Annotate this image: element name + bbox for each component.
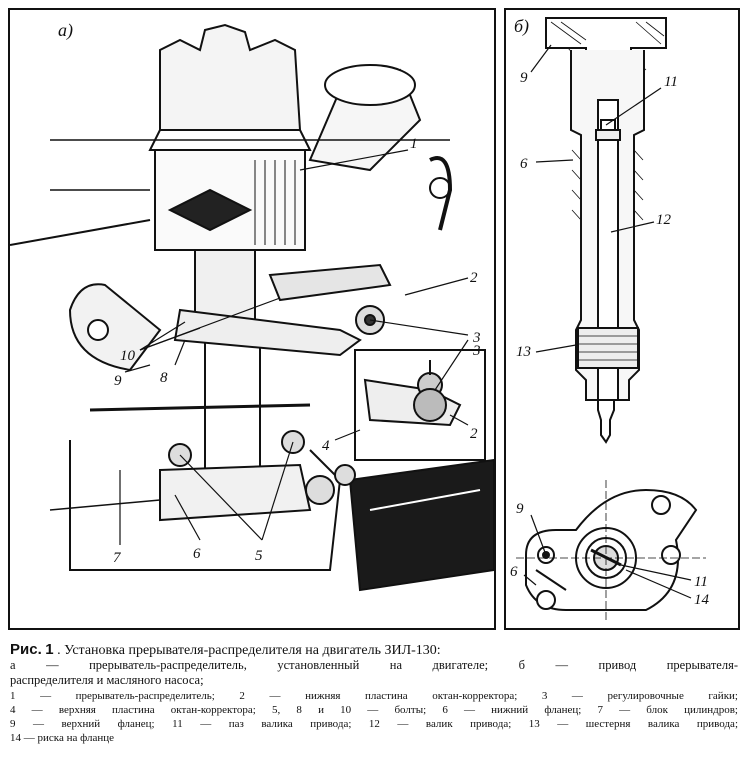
distributor-cap [159,23,302,131]
caption-title: Рис. 1 . Установка прерывателя-распредел… [10,642,738,658]
callout-b-9-bottom: 9 [516,501,524,517]
callout-b-14: 14 [694,592,710,608]
callout-4: 4 [322,438,330,454]
callout-b-11-bottom: 11 [694,574,708,590]
callout-5: 5 [255,548,263,564]
octane-corrector-upper-plate [268,263,392,302]
figure-caption: Рис. 1 . Установка прерывателя-распредел… [10,642,738,745]
callout-8: 8 [160,370,168,386]
panel-b-drive-view: б) [504,8,740,630]
dark-panel [348,458,494,592]
panel-a-engine-view: а) [8,8,496,630]
callout-b-11-top: 11 [664,74,678,90]
callout-10: 10 [120,348,136,364]
cylinder-block [69,440,342,571]
drive-gear [577,327,639,369]
legend-line-1: 1 — прерыватель-распределитель; 2 — нижн… [10,690,738,702]
caption-fig-number: 1 [45,642,54,658]
callout-1: 1 [410,136,418,152]
caption-title-text: . Установка прерывателя-распределителя н… [57,643,441,658]
caption-fig-prefix: Рис. [10,642,42,658]
callout-b-12: 12 [656,212,672,228]
panel-a-label: а) [58,20,73,40]
callout-7: 7 [113,550,122,566]
callout-3-lower: 3 [472,343,481,359]
callout-2-upper: 2 [470,270,478,286]
legend-line-2: 4 — верхняя пластина октан-корректора; 5… [10,704,738,716]
shaft-tip [597,400,615,444]
callout-b-9-top: 9 [520,70,528,86]
callout-6: 6 [193,546,201,562]
panel-b-drawing: 9 11 6 12 13 9 6 11 14 [510,17,710,620]
nameplate [167,188,253,232]
bracket-lever [68,283,162,372]
legend-line-3: 9 — верхний фланец; 11 — паз валика прив… [10,718,738,730]
caption-line-1: а — прерыватель-распределитель, установл… [10,658,738,672]
callout-3-upper: 3 [472,330,481,346]
callout-2-lower: 2 [470,426,478,442]
callout-b-6-top: 6 [520,156,528,172]
drive-shaft [597,99,619,401]
legend-line-4: 14 — риска на фланце [10,732,114,744]
callout-b-13: 13 [516,344,531,360]
callout-9: 9 [114,373,122,389]
panel-b-label: б) [514,16,530,36]
caption-line-2: распределителя и масляного насоса; [10,673,204,687]
callout-b-6-bottom: 6 [510,564,518,580]
octane-corrector-lower-plate [173,308,362,357]
panel-a-drawing: 1 2 3 2 3 4 5 6 7 8 9 10 [10,23,494,592]
